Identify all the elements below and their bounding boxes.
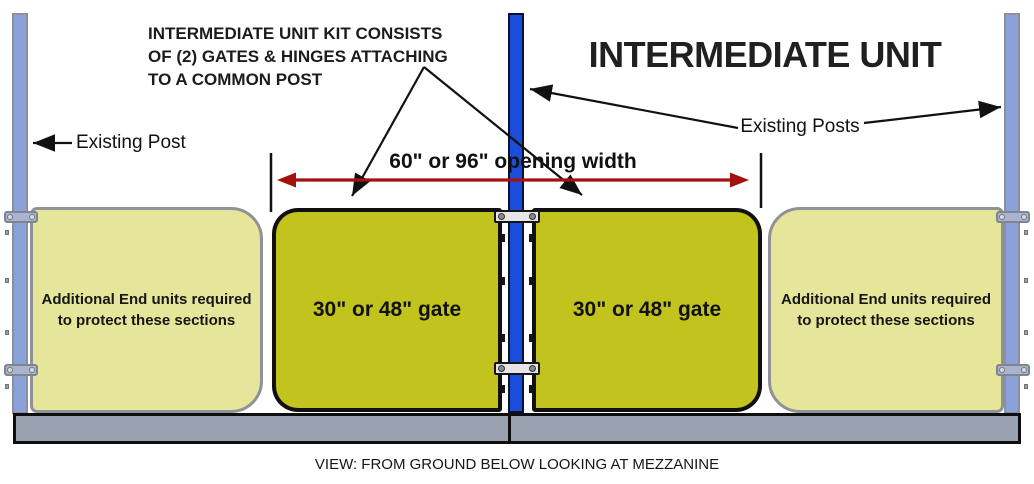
hinge-bolt-mark (502, 334, 505, 342)
hinge-bolt-mark (502, 234, 505, 242)
post-fastener-dot (5, 230, 9, 235)
mezzanine-joint-line (508, 413, 511, 444)
post-clamp-right-top (996, 211, 1030, 223)
hinge-bracket-top (494, 210, 540, 223)
diagram-title: INTERMEDIATE UNIT (588, 34, 942, 75)
mezzanine-deck (13, 413, 1021, 444)
end-unit-panel-left: Additional End units required to protect… (30, 207, 263, 413)
end-unit-panel-right: Additional End units required to protect… (768, 207, 1004, 413)
hinge-bolt-mark (529, 334, 532, 342)
hinge-bolt-icon (498, 213, 505, 220)
opening-width-label: 60" or 96" opening width (389, 150, 637, 173)
kit-note-text: INTERMEDIATE UNIT KIT CONSISTS OF (2) GA… (148, 24, 448, 89)
end-unit-panel-right-label: Additional End units required to protect… (781, 291, 991, 329)
gate-left: 30" or 48" gate (272, 208, 502, 412)
existing-post-left-label: Existing Post (76, 132, 186, 153)
clamp-bolt-icon (7, 214, 13, 220)
end-unit-panel-left-label: Additional End units required to protect… (41, 291, 252, 329)
hinge-bolt-mark (529, 234, 532, 242)
clamp-bolt-icon (7, 367, 13, 373)
post-fastener-dot (1024, 230, 1028, 235)
gate-left-label: 30" or 48" gate (312, 298, 462, 321)
hinge-bolt-mark (529, 277, 532, 285)
clamp-bolt-icon (999, 367, 1005, 373)
hinge-bolt-icon (498, 365, 505, 372)
post-fastener-dot (1024, 330, 1028, 335)
hinge-bracket-bottom (494, 362, 540, 375)
hinge-bolt-mark (502, 277, 505, 285)
post-fastener-dot (5, 278, 9, 283)
clamp-bolt-icon (999, 214, 1005, 220)
post-fastener-dot (5, 330, 9, 335)
gate-right-label: 30" or 48" gate (572, 298, 722, 321)
post-fastener-dot (5, 384, 9, 389)
post-clamp-left-top (4, 211, 38, 223)
hinge-bolt-mark (502, 385, 505, 393)
gate-right: 30" or 48" gate (532, 208, 762, 412)
post-fastener-dot (1024, 278, 1028, 283)
view-caption: VIEW: FROM GROUND BELOW LOOKING AT MEZZA… (314, 456, 720, 473)
clamp-bolt-icon (1021, 367, 1027, 373)
clamp-bolt-icon (29, 214, 35, 220)
hinge-bolt-icon (529, 213, 536, 220)
opening-width-arrowhead-left (277, 172, 296, 188)
hinge-bolt-mark (529, 385, 532, 393)
post-clamp-left-bottom (4, 364, 38, 376)
opening-width-arrowhead-right (730, 172, 749, 188)
clamp-bolt-icon (1021, 214, 1027, 220)
post-fastener-dot (1024, 384, 1028, 389)
post-clamp-right-bottom (996, 364, 1030, 376)
hinge-bolt-icon (529, 365, 536, 372)
clamp-bolt-icon (29, 367, 35, 373)
existing-posts-right-label: Existing Posts (740, 116, 860, 137)
